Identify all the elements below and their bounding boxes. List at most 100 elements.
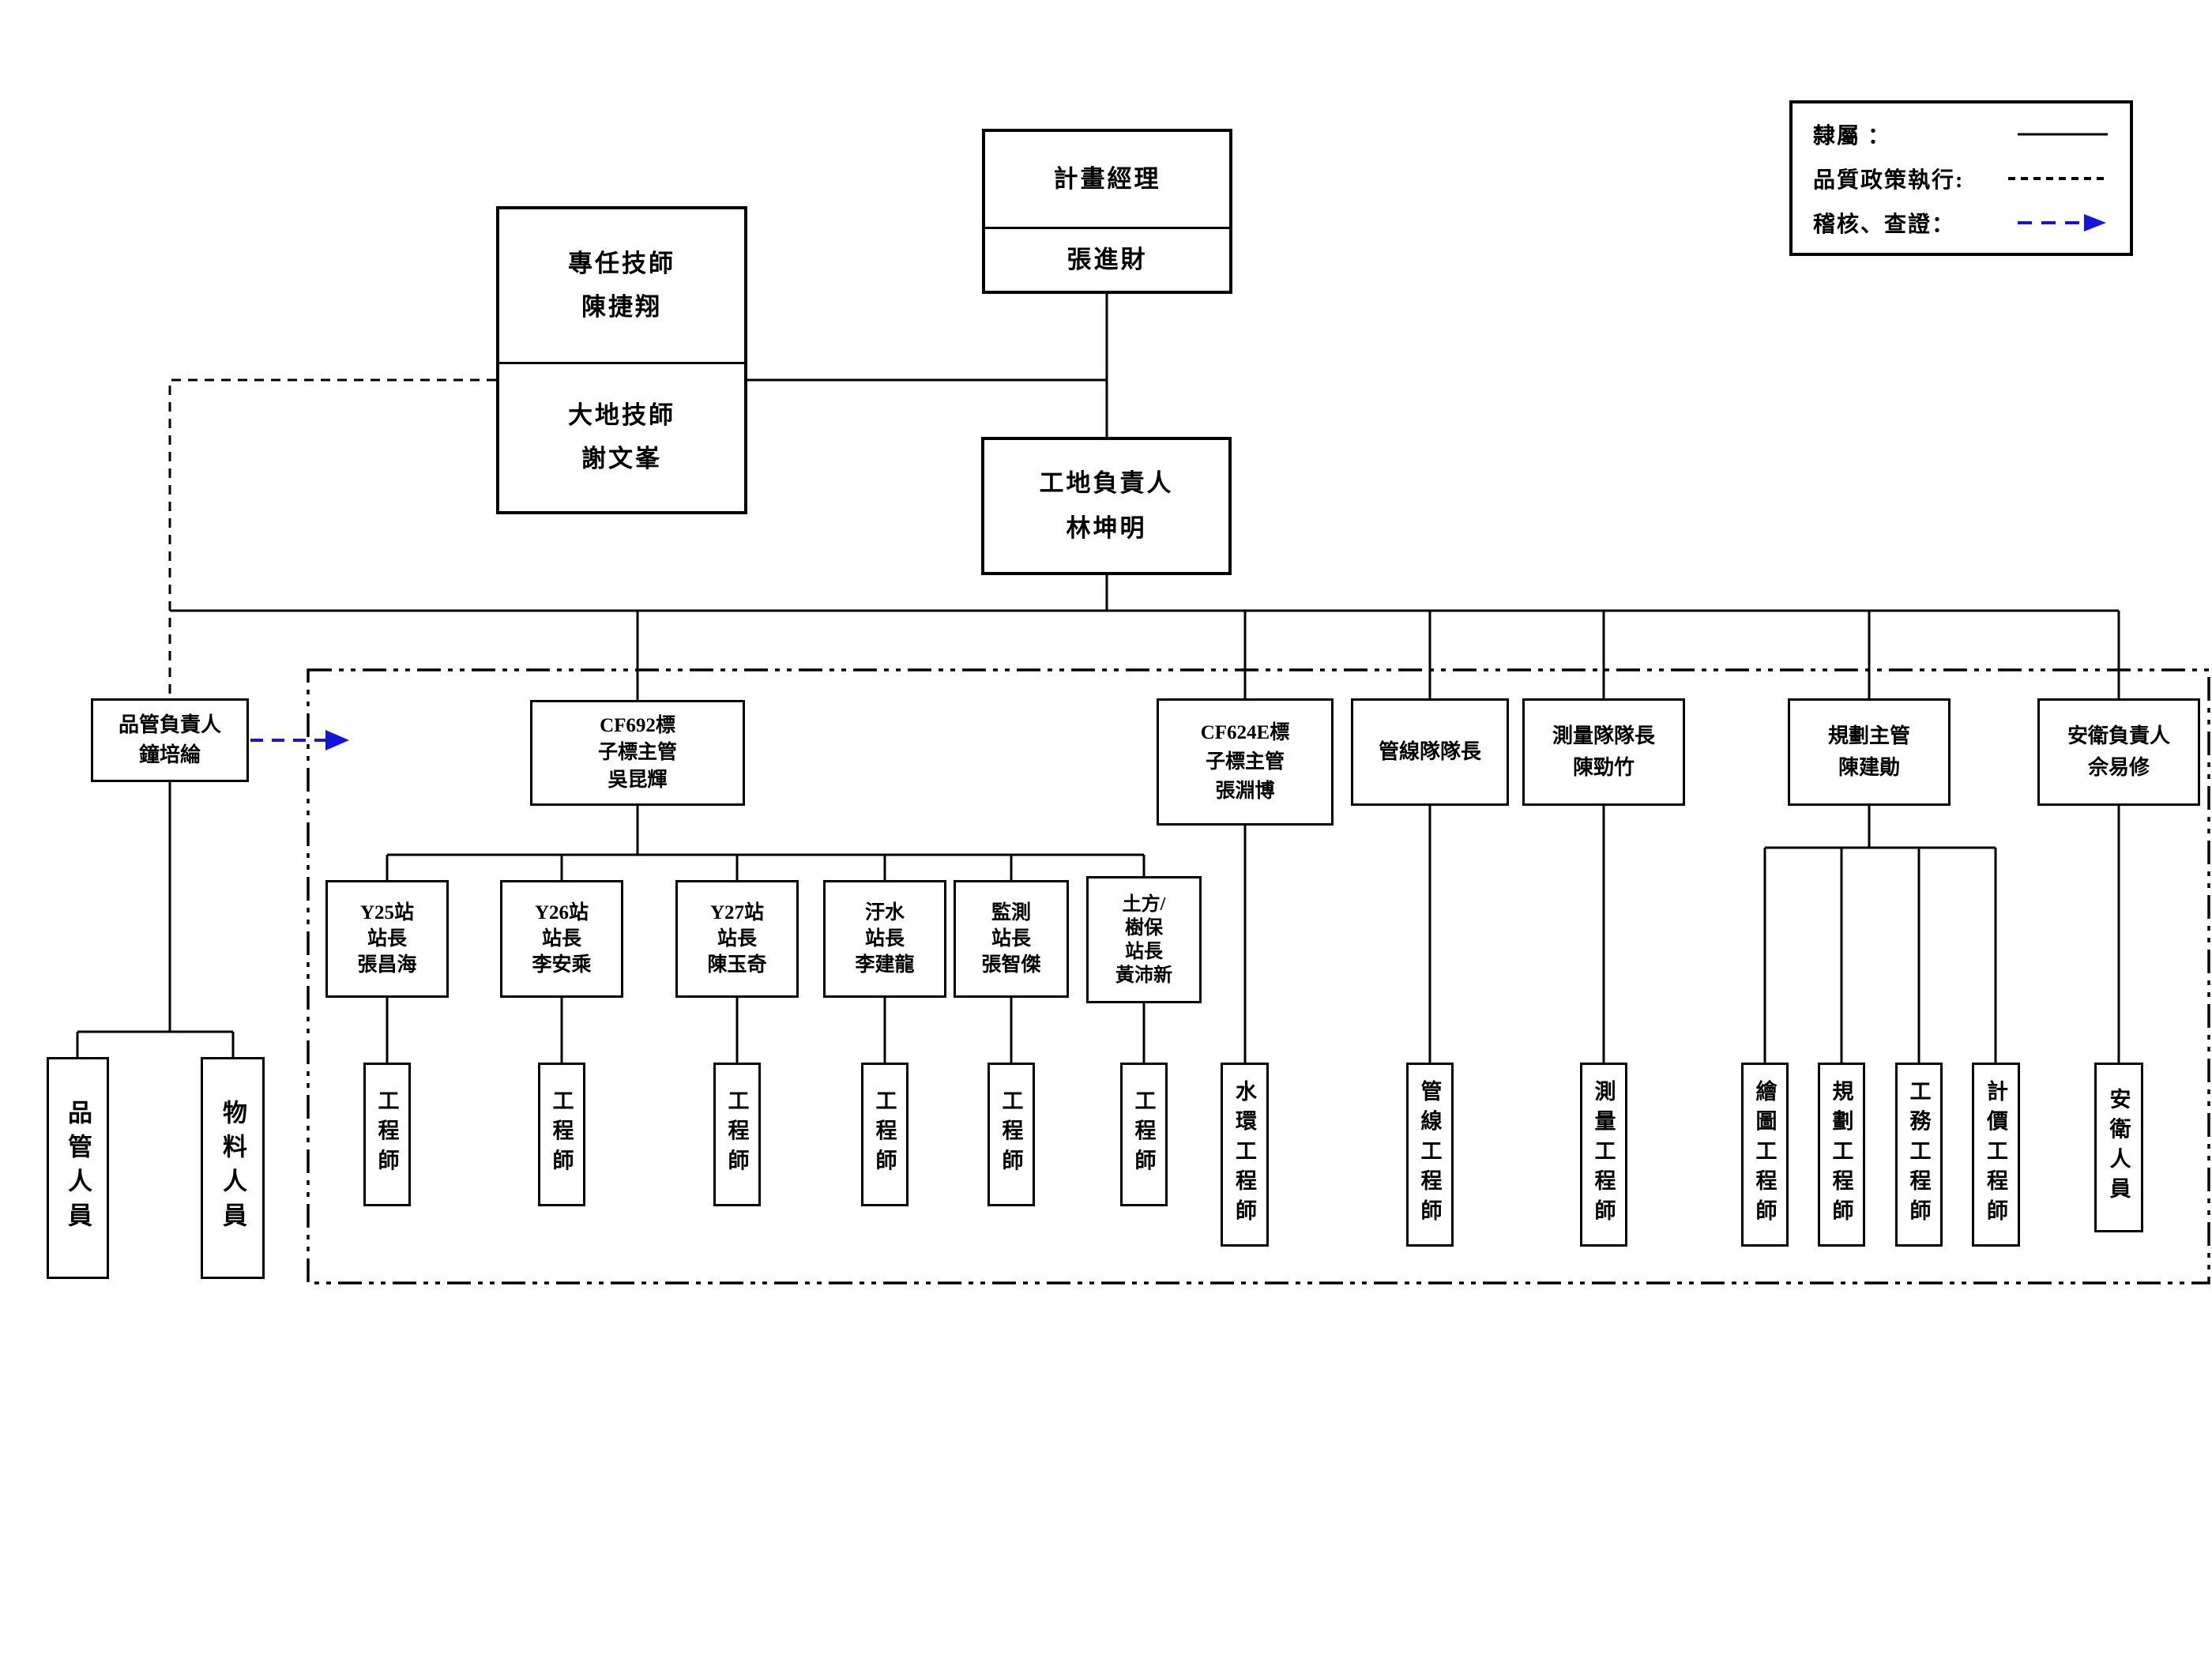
station-earthwork-line4: 黃沛新 [1115,965,1172,986]
station-y25-line1: Y25站 [359,901,415,924]
survey-engineer-box: 測量工程師 [1580,1063,1627,1247]
station-y27-line1: Y27站 [709,901,765,924]
cf692-supervisor-box: CF692標 子標主管 吳昆輝 [530,700,745,806]
dashed-line-sample-icon [2008,176,2108,180]
works-engineer-box: 工務工程師 [1895,1063,1943,1247]
engineer-box-sewage: 工程師 [861,1063,908,1206]
engineer-box-y27: 工程師 [713,1063,761,1206]
engineer-box-y26: 工程師 [538,1063,585,1206]
engineer-box-monitoring: 工程師 [988,1063,1035,1206]
resident-engineer-name: 陳捷翔 [581,292,662,321]
planning-engineer-box: 規劃工程師 [1818,1063,1865,1247]
project-manager-name: 張進財 [1066,245,1148,273]
station-y25-line2: 站長 [367,927,407,950]
station-y26-line2: 站長 [541,927,581,950]
engineer-label: 工程師 [374,1089,399,1179]
station-earthwork-line3: 站長 [1125,941,1163,962]
qc-manager-title: 品管負責人 [118,713,221,736]
planning-manager-title: 規劃主管 [1827,724,1910,747]
audit-arrow-sample-icon [2018,213,2106,231]
station-box-y26: Y26站 站長 李安乘 [500,880,623,998]
valuation-engineer-label: 計價工程師 [1984,1080,2007,1229]
qc-staff-box: 品管人員 [47,1057,109,1279]
station-earthwork-line1: 土方/ [1122,893,1166,915]
station-sewage-line2: 站長 [864,927,905,950]
station-sewage-line1: 汙水 [864,901,905,924]
planning-manager-name: 陳建勛 [1838,756,1900,779]
cf624e-line2: 子標主管 [1205,750,1285,773]
station-y27-line2: 站長 [717,927,757,950]
legend-box: 隸屬 ： 品質政策執行: 稽核、查證： [1789,100,2133,256]
station-y25-line3: 張昌海 [357,954,417,976]
pipeline-leader-title: 管線隊隊長 [1378,739,1481,763]
water-env-engineer-box: 水環工程師 [1221,1063,1269,1247]
safety-staff-box: 安衛人員 [2094,1063,2143,1232]
material-staff-box: 物料人員 [201,1057,265,1279]
site-manager-box: 工地負責人 林坤明 [981,437,1232,575]
audit-arrow [250,730,349,750]
project-manager-title: 計畫經理 [1053,164,1161,193]
legend-affiliation-row: 隸屬 ： [1813,118,2109,150]
resident-engineer-title: 專任技師 [568,249,675,277]
cf624e-supervisor-box: CF624E標 子標主管 張淵博 [1157,698,1334,826]
station-monitoring-line3: 張智傑 [981,954,1041,976]
water-env-engineer-label: 水環工程師 [1232,1080,1256,1229]
quality-policy-connector [168,378,496,702]
cf624e-line3: 張淵博 [1215,781,1275,803]
pipeline-engineer-label: 管線工程師 [1417,1080,1442,1229]
technical-engineers-box: 專任技師 陳捷翔 大地技師 謝文峯 [496,206,747,514]
qc-manager-name: 鐘培綸 [138,743,201,766]
engineer-box-y25: 工程師 [363,1063,411,1206]
qc-manager-box: 品管負責人 鐘培綸 [91,698,249,782]
survey-leader-box: 測量隊隊長 陳勁竹 [1522,698,1685,806]
station-y26-line1: Y26站 [534,901,589,924]
cf692-line2: 子標主管 [597,742,677,764]
legend-audit-row: 稽核、查證： [1813,207,2109,239]
cf624e-line1: CF624E標 [1200,721,1290,743]
station-monitoring-line1: 監測 [991,901,1031,924]
survey-leader-title: 測量隊隊長 [1552,724,1655,747]
project-manager-box: 計畫經理 張進財 [982,129,1232,294]
project-manager-title-cell: 計畫經理 [985,132,1229,227]
project-team-boundary [307,668,2210,1285]
cf692-line3: 吳昆輝 [608,769,668,791]
legend-quality-policy-label: 品質政策執行: [1813,167,1965,193]
safety-staff-label: 安衛人員 [2106,1087,2131,1208]
engineer-label: 工程師 [1131,1089,1156,1179]
legend-affiliation-label: 隸屬 ： [1813,123,1892,149]
qc-staff-label: 品管人員 [64,1099,92,1237]
safety-manager-name: 佘易修 [2087,756,2150,779]
site-manager-title: 工地負責人 [1039,468,1174,497]
pipeline-engineer-box: 管線工程師 [1406,1063,1454,1247]
legend-quality-policy-row: 品質政策執行: [1813,163,2109,194]
station-box-y27: Y27站 站長 陳玉奇 [675,880,799,998]
material-staff-label: 物料人員 [219,1099,246,1237]
pipeline-leader-box: 管線隊隊長 [1351,698,1509,806]
works-engineer-label: 工務工程師 [1906,1080,1931,1229]
drafting-engineer-label: 繪圖工程師 [1752,1080,1777,1229]
engineer-label: 工程師 [549,1089,574,1179]
station-sewage-line3: 李建龍 [855,954,915,976]
engineer-box-earthwork: 工程師 [1120,1063,1168,1206]
station-box-sewage: 汙水 站長 李建龍 [823,880,946,998]
drafting-engineer-box: 繪圖工程師 [1741,1063,1789,1247]
geotech-engineer-cell: 大地技師 謝文峯 [499,362,744,511]
station-y27-line3: 陳玉奇 [707,954,767,976]
site-manager-name: 林坤明 [1066,514,1147,542]
survey-leader-name: 陳勁竹 [1572,756,1635,779]
survey-engineer-label: 測量工程師 [1591,1080,1616,1229]
safety-manager-title: 安衛負責人 [2067,724,2170,747]
station-y26-line3: 李安乘 [532,954,592,976]
legend-audit-label: 稽核、查證： [1813,212,1956,237]
planning-manager-box: 規劃主管 陳建勛 [1788,698,1951,806]
resident-engineer-cell: 專任技師 陳捷翔 [499,209,744,362]
valuation-engineer-box: 計價工程師 [1972,1063,2020,1247]
cf692-line1: CF692標 [600,715,675,737]
station-box-earthwork: 土方/ 樹保 站長 黃沛新 [1086,876,1202,1003]
project-manager-name-cell: 張進財 [985,227,1229,291]
engineer-label: 工程師 [724,1089,749,1179]
station-box-monitoring: 監測 站長 張智傑 [954,880,1069,998]
planning-engineer-label: 規劃工程師 [1829,1080,1853,1229]
